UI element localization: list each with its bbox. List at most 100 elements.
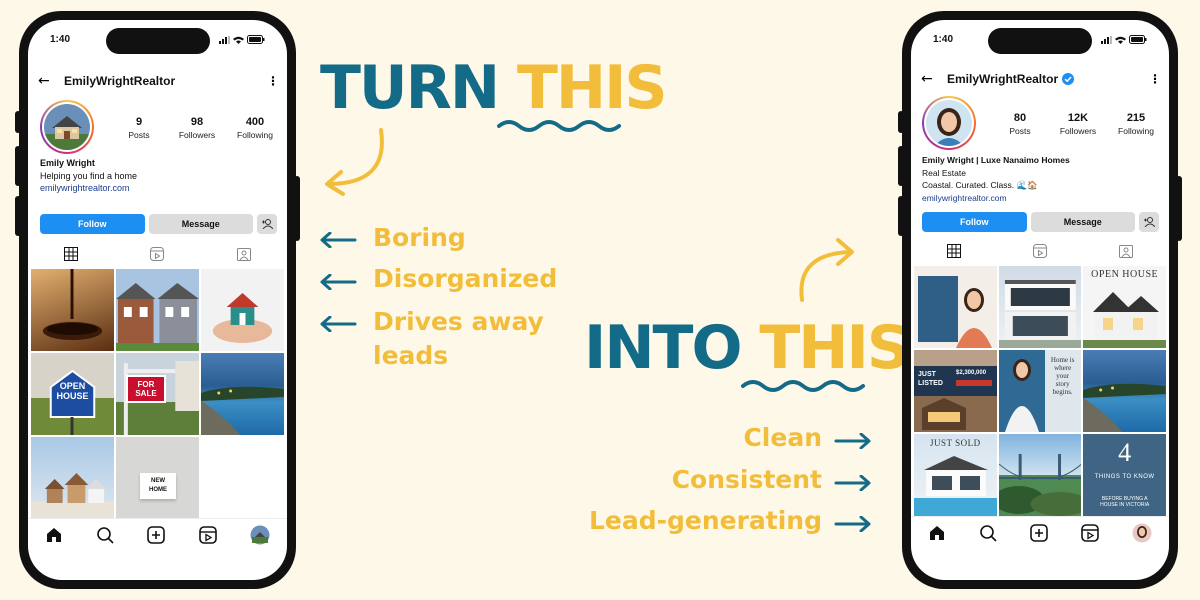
headline-turn-this: TURN THIS xyxy=(320,53,668,123)
for-sale-sign-text: FOR SALE xyxy=(126,375,166,403)
post-wooden-houses[interactable] xyxy=(31,437,114,519)
create-post-icon[interactable] xyxy=(1030,523,1048,542)
before-point-disorganized: Disorganized xyxy=(373,264,558,293)
reels-tab-icon[interactable] xyxy=(150,247,165,261)
post-just-listed[interactable]: JUST LISTED $2,300,000 xyxy=(914,350,997,432)
profile-username: EmilyWrightRealtor xyxy=(64,74,176,88)
follow-button[interactable]: Follow xyxy=(922,212,1027,232)
profile-bio: Emily Wright | Luxe Nanaimo Homes Real E… xyxy=(922,154,1159,204)
story-text: story xyxy=(1055,380,1070,388)
add-user-icon[interactable] xyxy=(257,214,277,234)
bio-name: Emily Wright | Luxe Nanaimo Homes xyxy=(922,155,1070,165)
bio-line: Coastal. Curated. Class. 🌊🏠 xyxy=(922,180,1038,190)
back-arrow-icon[interactable]: ← xyxy=(38,73,50,89)
grid-tab-icon[interactable] xyxy=(64,247,79,261)
squiggle-underline-icon xyxy=(497,120,621,132)
things-title: THINGS TO KNOW xyxy=(1094,474,1155,480)
phone-volume-button xyxy=(898,146,904,186)
phone-volume-button xyxy=(15,196,21,236)
wifi-icon xyxy=(233,36,244,44)
after-point-clean: Clean xyxy=(743,423,822,452)
search-icon[interactable] xyxy=(96,526,114,544)
bio-link[interactable]: emilywrightrealtor.com xyxy=(922,192,1007,203)
after-phone: 1:40 ← EmilyWrightRealtor ⋮ xyxy=(898,11,1182,589)
post-waterfront[interactable] xyxy=(201,353,284,435)
profile-username: EmilyWrightRealtor xyxy=(947,72,1059,86)
price-banner xyxy=(956,380,992,386)
post-modern-house[interactable] xyxy=(998,266,1082,348)
post-things-to-know[interactable]: 4 THINGS TO KNOW BEFORE BUYING A HOUSE I… xyxy=(1083,434,1166,516)
phone-power-button xyxy=(1176,176,1182,241)
arrow-right-icon xyxy=(834,516,871,532)
more-options-icon[interactable]: ⋮ xyxy=(1149,72,1161,86)
battery-icon xyxy=(247,35,265,44)
profile-nav-avatar[interactable] xyxy=(250,525,270,545)
reels-icon[interactable] xyxy=(1081,523,1099,542)
battery-icon xyxy=(1129,35,1147,44)
curved-arrow-left-icon xyxy=(325,128,384,196)
profile-bio: Emily Wright Helping you find a home emi… xyxy=(40,157,277,195)
search-icon[interactable] xyxy=(979,524,997,542)
bio-link[interactable]: emilywrightrealtor.com xyxy=(40,183,130,193)
post-open-house-sign[interactable]: OPEN HOUSE xyxy=(31,353,114,435)
open-house-sign-text: HOUSE xyxy=(56,391,89,401)
post-new-home-lightbox[interactable]: NEW HOME xyxy=(116,437,199,519)
reels-icon[interactable] xyxy=(199,525,217,544)
phone-volume-button xyxy=(15,146,21,186)
reels-tab-icon[interactable] xyxy=(1033,244,1047,258)
tagged-tab-icon[interactable] xyxy=(236,247,251,261)
listing-price: $2,300,000 xyxy=(956,370,987,376)
things-number: 4 xyxy=(1118,438,1132,467)
message-button[interactable]: Message xyxy=(148,214,253,234)
follow-button[interactable]: Follow xyxy=(40,214,145,234)
post-waterfront[interactable] xyxy=(1083,350,1166,432)
just-sold-title: JUST SOLD xyxy=(930,438,981,448)
post-open-house[interactable]: OPEN HOUSE xyxy=(1083,266,1166,348)
grid-tab-icon[interactable] xyxy=(947,244,961,258)
bio-name: Emily Wright xyxy=(40,158,95,168)
story-text: where xyxy=(1054,364,1072,372)
just-listed-text: LISTED xyxy=(918,380,943,387)
verified-badge-icon xyxy=(1062,73,1075,85)
more-options-icon[interactable]: ⋮ xyxy=(267,74,279,88)
profile-avatar[interactable] xyxy=(922,96,976,150)
phone-side-button xyxy=(898,111,904,133)
message-button[interactable]: Message xyxy=(1030,212,1135,232)
post-coffee[interactable] xyxy=(31,269,114,351)
new-home-sign-text: HOME xyxy=(149,487,167,493)
post-bridge-landscape[interactable] xyxy=(998,434,1082,516)
realtor-portrait xyxy=(926,100,972,146)
post-for-sale-sign[interactable]: FOR SALE xyxy=(116,353,199,435)
story-text: your xyxy=(1056,372,1070,380)
profile-nav-avatar[interactable] xyxy=(1132,523,1152,543)
story-text: begins. xyxy=(1052,388,1073,396)
arrow-left-icon xyxy=(320,274,357,290)
status-bar: 1:40 xyxy=(933,34,1147,48)
tagged-tab-icon[interactable] xyxy=(1119,244,1133,258)
add-user-icon[interactable] xyxy=(1139,212,1159,232)
open-house-sign-text: OPEN xyxy=(59,381,86,391)
home-icon[interactable] xyxy=(45,526,63,544)
post-townhouses[interactable] xyxy=(116,269,199,351)
profile-avatar[interactable] xyxy=(40,100,94,154)
post-intro-card[interactable] xyxy=(914,266,997,348)
post-house-in-hands[interactable] xyxy=(201,269,284,351)
post-story-begins[interactable]: Home is where your story begins. xyxy=(998,350,1082,432)
back-arrow-icon[interactable]: ← xyxy=(921,71,933,87)
post-just-sold[interactable]: JUST SOLD xyxy=(914,434,997,516)
create-post-icon[interactable] xyxy=(147,525,166,544)
phone-side-button xyxy=(15,111,21,133)
arrow-right-icon xyxy=(834,475,871,491)
home-icon[interactable] xyxy=(928,524,946,542)
before-phone: 1:40 ← EmilyWrightRealtor ⋮ xyxy=(15,11,300,589)
open-house-title: OPEN HOUSE xyxy=(1091,269,1159,280)
phone-screen: 1:40 ← EmilyWrightRealtor ⋮ xyxy=(911,20,1169,580)
